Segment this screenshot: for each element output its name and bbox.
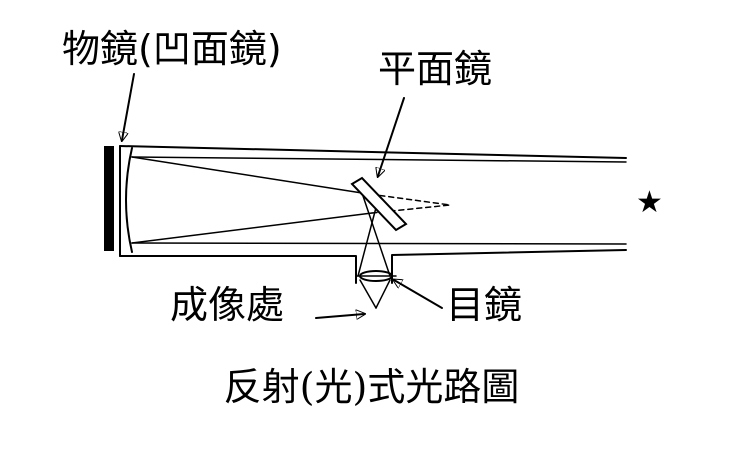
virtual-focus-ray-top [361, 192, 451, 206]
reflected-ray-top [131, 156, 363, 194]
objective-concave-mirror [104, 146, 133, 253]
reflected-ray-bottom [131, 212, 373, 244]
converge-ray-right [375, 279, 391, 309]
down-ray-left [361, 192, 391, 277]
objective-mirror-label: 物鏡(凹面鏡) [62, 27, 282, 71]
incoming-ray-top [131, 156, 627, 163]
tube-top-edge [119, 145, 627, 159]
diagram-caption: 反射(光)式光路圖 [223, 365, 520, 409]
pointer-image-location [315, 314, 364, 318]
converge-ray-left [359, 279, 377, 309]
pointer-plane-mirror [378, 97, 405, 176]
concave-mirror-surface [125, 147, 133, 253]
plane-mirror [350, 176, 408, 232]
down-ray-right [357, 199, 379, 277]
plane-mirror-label: 平面鏡 [378, 47, 493, 91]
pointer-objective [122, 73, 135, 140]
tube-bottom-edge [119, 255, 357, 284]
tube-bottom-edge-right [391, 249, 627, 284]
telescope-tube [119, 145, 627, 284]
mirror-backing [104, 146, 114, 251]
eyepiece-label: 目鏡 [446, 283, 523, 327]
image-location-label: 成像處 [170, 283, 285, 327]
star-icon: ★ [636, 185, 663, 220]
pointer-eyepiece [394, 280, 443, 309]
